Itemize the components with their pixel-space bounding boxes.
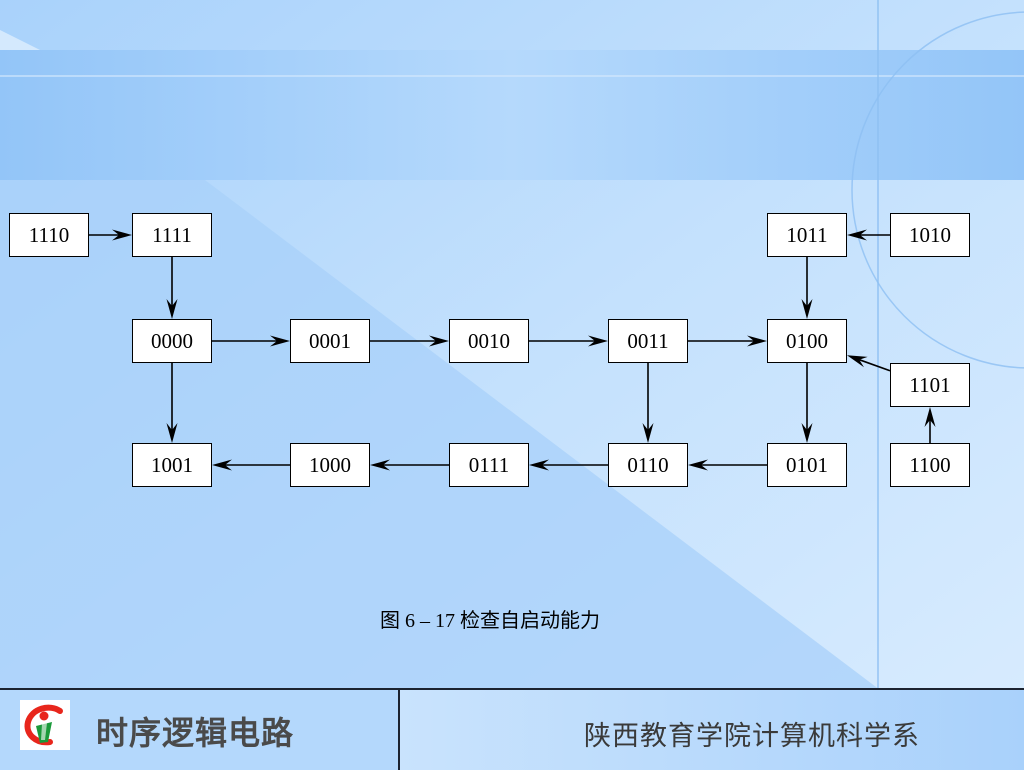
state-node-1110: 1110	[9, 213, 89, 257]
footer-left-panel: 时序逻辑电路	[0, 690, 400, 770]
state-node-1101: 1101	[890, 363, 970, 407]
state-node-1001: 1001	[132, 443, 212, 487]
school-department: 陕西教育学院计算机科学系	[584, 721, 920, 752]
state-node-0100: 0100	[767, 319, 847, 363]
figure-caption: 图 6 – 17 检查自启动能力	[380, 610, 600, 632]
state-node-0000: 0000	[132, 319, 212, 363]
state-node-0011: 0011	[608, 319, 688, 363]
state-node-0001: 0001	[290, 319, 370, 363]
state-node-0110: 0110	[608, 443, 688, 487]
state-node-1011: 1011	[767, 213, 847, 257]
school-logo-icon	[20, 700, 70, 750]
footer-right-panel: 陕西教育学院计算机科学系	[400, 690, 1024, 770]
state-node-1000: 1000	[290, 443, 370, 487]
course-title: 时序逻辑电路	[96, 714, 295, 752]
footer-bar: 时序逻辑电路 陕西教育学院计算机科学系	[0, 688, 1024, 770]
state-node-0010: 0010	[449, 319, 529, 363]
state-node-0101: 0101	[767, 443, 847, 487]
state-node-0111: 0111	[449, 443, 529, 487]
state-node-1010: 1010	[890, 213, 970, 257]
state-node-1100: 1100	[890, 443, 970, 487]
state-node-1111: 1111	[132, 213, 212, 257]
